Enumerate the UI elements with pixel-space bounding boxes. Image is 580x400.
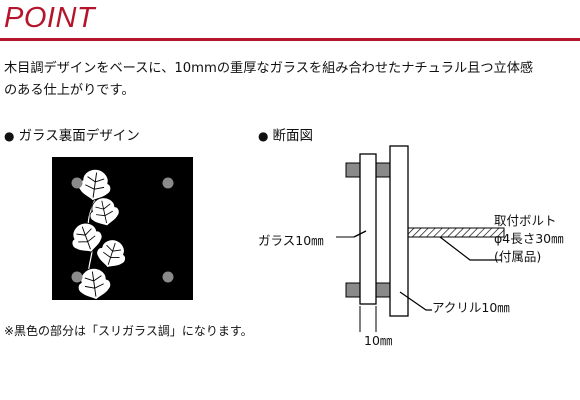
mounting-bolt [407, 227, 505, 238]
bolt-head-bottom-right [375, 282, 391, 298]
bolt-head-top-right [375, 162, 391, 178]
screw-head-icon [162, 271, 174, 283]
label-bolt-included: (付属品) [494, 249, 542, 264]
product-description: 木目調デザインをベースに、10mmの重厚なガラスを組み合わせたナチュラル且つ立体… [4, 58, 579, 102]
cross-section-diagram [336, 145, 505, 332]
bullet-icon: ● [258, 129, 269, 143]
leaf-icon [75, 265, 113, 300]
label-bolt-size: φ4長さ30㎜ [494, 231, 564, 246]
bolt-head-top-left [345, 162, 361, 178]
label-acrylic-10mm: アクリル10㎜ [432, 300, 510, 315]
bolt-head-bottom-left [345, 282, 361, 298]
leader-acrylic [399, 291, 432, 311]
glass-back-panel [52, 157, 193, 300]
label-glass-10mm: ガラス10㎜ [258, 233, 324, 248]
description-line-1: 木目調デザインをベースに、10mmの重厚なガラスを組み合わせたナチュラル且つ立体… [4, 61, 534, 76]
section-cross-section: ●断面図 [258, 124, 313, 144]
frosted-glass-note: ※黒色の部分は「スリガラス調」になります。 [4, 324, 253, 338]
screw-head-icon [71, 177, 83, 189]
bullet-icon: ● [4, 129, 15, 143]
screw-head-icon [71, 271, 83, 283]
section-label-glass-back: ガラス裏面デザイン [18, 128, 140, 144]
title-underline [0, 38, 580, 41]
section-label-cross-section: 断面図 [272, 128, 313, 144]
acrylic-plate [389, 145, 409, 317]
label-dimension-10mm: 10㎜ [364, 333, 393, 348]
leader-bolt [439, 236, 502, 261]
ivy-pattern [66, 166, 174, 300]
point-title: POINT [4, 2, 96, 34]
screw-head-icon [162, 177, 174, 189]
section-glass-back: ●ガラス裏面デザイン [4, 124, 140, 144]
label-bolt-name: 取付ボルト [494, 213, 557, 228]
glass-plate [359, 153, 377, 305]
description-line-2: のある仕上がりです。 [4, 83, 135, 98]
